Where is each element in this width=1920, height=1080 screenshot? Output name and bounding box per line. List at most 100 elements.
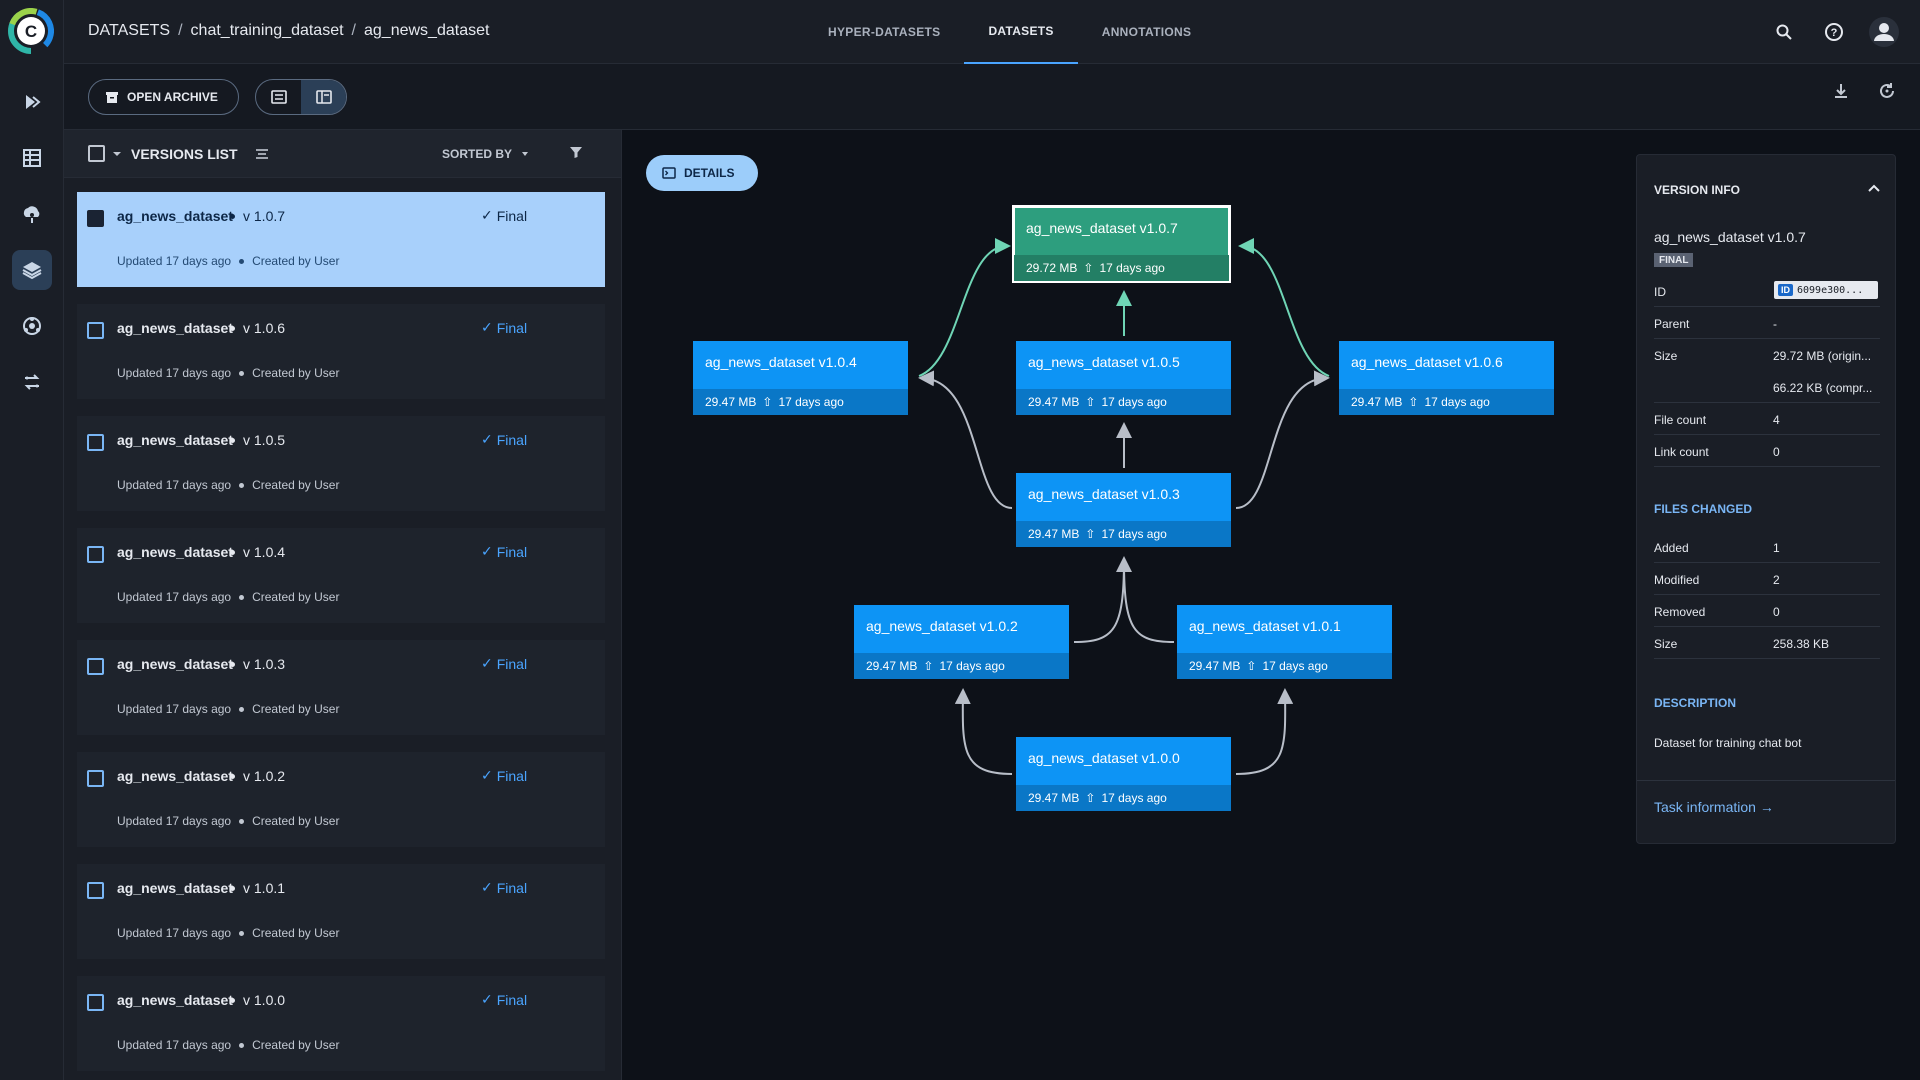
svg-text:C: C — [25, 22, 37, 41]
open-archive-button[interactable]: OPEN ARCHIVE — [88, 79, 239, 115]
sort-lines-icon[interactable] — [254, 147, 270, 161]
version-row[interactable]: ag_news_dataset v 1.0.7 ✓Final Updated 1… — [77, 192, 605, 287]
created-by-text: Created by User — [252, 590, 340, 604]
node-size: 29.47 MB — [1028, 527, 1080, 541]
edge-103-to-104 — [918, 370, 1013, 509]
search-icon[interactable] — [1768, 16, 1800, 48]
version-row[interactable]: ag_news_dataset v 1.0.0 ✓Final Updated 1… — [77, 976, 605, 1071]
breadcrumb-dataset[interactable]: ag_news_dataset — [364, 22, 490, 39]
details-label: DETAILS — [684, 166, 735, 180]
details-button[interactable]: DETAILS — [646, 155, 758, 191]
info-value: 0 — [1773, 445, 1780, 459]
final-badge: FINAL — [1654, 253, 1694, 267]
filter-icon[interactable] — [568, 144, 584, 160]
models-nav-icon[interactable] — [12, 306, 52, 346]
status-label: Final — [496, 431, 528, 448]
datasets-nav-icon[interactable] — [12, 250, 52, 290]
graph-node-v103[interactable]: ag_news_dataset v1.0.3 29.47 MB⇧17 days … — [1016, 473, 1231, 547]
breadcrumb-separator: / — [351, 22, 356, 39]
upload-icon: ⇧ — [1085, 527, 1096, 541]
tab-hyper-datasets[interactable]: HYPER-DATASETS — [828, 25, 941, 39]
user-avatar-icon[interactable] — [1868, 16, 1900, 48]
row-checkbox[interactable] — [87, 434, 104, 451]
row-checkbox[interactable] — [87, 322, 104, 339]
description-text: Dataset for training chat bot — [1654, 736, 1802, 750]
version-row[interactable]: ag_news_dataset v 1.0.6 ✓Final Updated 1… — [77, 304, 605, 399]
row-checkbox[interactable] — [87, 994, 104, 1011]
auto-refresh-icon[interactable] — [1878, 82, 1896, 100]
experiments-nav-icon[interactable] — [12, 138, 52, 178]
version-row[interactable]: ag_news_dataset v 1.0.5 ✓Final Updated 1… — [77, 416, 605, 511]
separator-dot — [230, 886, 235, 891]
separator-dot — [239, 370, 245, 376]
download-icon[interactable] — [1832, 82, 1850, 100]
graph-node-v102[interactable]: ag_news_dataset v1.0.2 29.47 MB⇧17 days … — [854, 605, 1069, 679]
chevron-up-icon[interactable] — [1867, 183, 1881, 193]
separator-dot — [239, 594, 245, 600]
info-row-parent: Parent- — [1654, 307, 1880, 339]
graph-node-v106[interactable]: ag_news_dataset v1.0.6 29.47 MB⇧17 days … — [1339, 341, 1554, 415]
info-value: 29.72 MB (origin... — [1773, 349, 1872, 363]
separator-dot — [230, 774, 235, 779]
separator-dot — [239, 258, 245, 264]
version-row[interactable]: ag_news_dataset v 1.0.2 ✓Final Updated 1… — [77, 752, 605, 847]
version-row[interactable]: ag_news_dataset v 1.0.3 ✓Final Updated 1… — [77, 640, 605, 735]
info-value: 66.22 KB (compr... — [1773, 381, 1873, 395]
clearml-logo-icon[interactable]: C — [8, 8, 54, 54]
task-information-link[interactable]: Task information → — [1654, 799, 1774, 815]
workers-queues-nav-icon[interactable] — [12, 362, 52, 402]
row-checkbox[interactable] — [87, 770, 104, 787]
pipelines-nav-icon[interactable] — [12, 82, 52, 122]
version-info-name: ag_news_dataset v1.0.7 — [1654, 229, 1806, 245]
row-checkbox[interactable] — [87, 658, 104, 675]
select-menu-caret-icon[interactable] — [111, 148, 123, 160]
info-key: Parent — [1654, 317, 1690, 331]
graph-node-v100[interactable]: ag_news_dataset v1.0.0 29.47 MB⇧17 days … — [1016, 737, 1231, 811]
left-rail: C — [0, 0, 64, 1080]
tab-datasets[interactable]: DATASETS — [964, 0, 1078, 64]
files-changed-header: FILES CHANGED — [1654, 502, 1753, 516]
view-toggle — [255, 79, 347, 115]
row-checkbox[interactable] — [87, 546, 104, 563]
row-checkbox[interactable] — [87, 210, 104, 227]
version-name: ag_news_dataset — [117, 992, 233, 1008]
tab-annotations[interactable]: ANNOTATIONS — [1101, 25, 1192, 39]
version-name: ag_news_dataset — [117, 208, 233, 224]
version-row[interactable]: ag_news_dataset v 1.0.1 ✓Final Updated 1… — [77, 864, 605, 959]
help-icon[interactable]: ? — [1818, 16, 1850, 48]
edge-101-to-103 — [1123, 561, 1175, 643]
upload-icon: ⇧ — [1085, 395, 1096, 409]
check-icon: ✓ — [481, 879, 493, 895]
edge-104-to-107 — [918, 238, 1011, 377]
upload-icon: ⇧ — [762, 395, 773, 409]
graph-node-v104[interactable]: ag_news_dataset v1.0.4 29.47 MB⇧17 days … — [693, 341, 908, 415]
graph-node-v101[interactable]: ag_news_dataset v1.0.1 29.47 MB⇧17 days … — [1177, 605, 1392, 679]
info-value: 2 — [1773, 573, 1780, 587]
breadcrumb-datasets[interactable]: DATASETS — [88, 22, 171, 39]
status-badge: ✓Final — [481, 879, 527, 896]
chevron-down-icon — [522, 152, 529, 156]
node-age: 17 days ago — [1424, 395, 1490, 409]
details-view-icon[interactable] — [301, 80, 346, 114]
status-label: Final — [496, 319, 528, 336]
breadcrumb-project[interactable]: chat_training_dataset — [190, 22, 344, 39]
orchestration-nav-icon[interactable] — [12, 194, 52, 234]
select-all-checkbox[interactable] — [88, 145, 105, 162]
list-view-icon[interactable] — [256, 80, 301, 114]
version-row[interactable]: ag_news_dataset v 1.0.4 ✓Final Updated 1… — [77, 528, 605, 623]
version-number: v 1.0.2 — [243, 768, 286, 784]
graph-node-v105[interactable]: ag_news_dataset v1.0.5 29.47 MB⇧17 days … — [1016, 341, 1231, 415]
row-checkbox[interactable] — [87, 882, 104, 899]
node-size: 29.47 MB — [1189, 659, 1241, 673]
node-size: 29.47 MB — [1028, 791, 1080, 805]
sorted-by-dropdown[interactable]: SORTED BY — [442, 147, 530, 161]
graph-node-v107[interactable]: ag_news_dataset v1.0.7 29.72 MB⇧17 days … — [1012, 205, 1231, 283]
